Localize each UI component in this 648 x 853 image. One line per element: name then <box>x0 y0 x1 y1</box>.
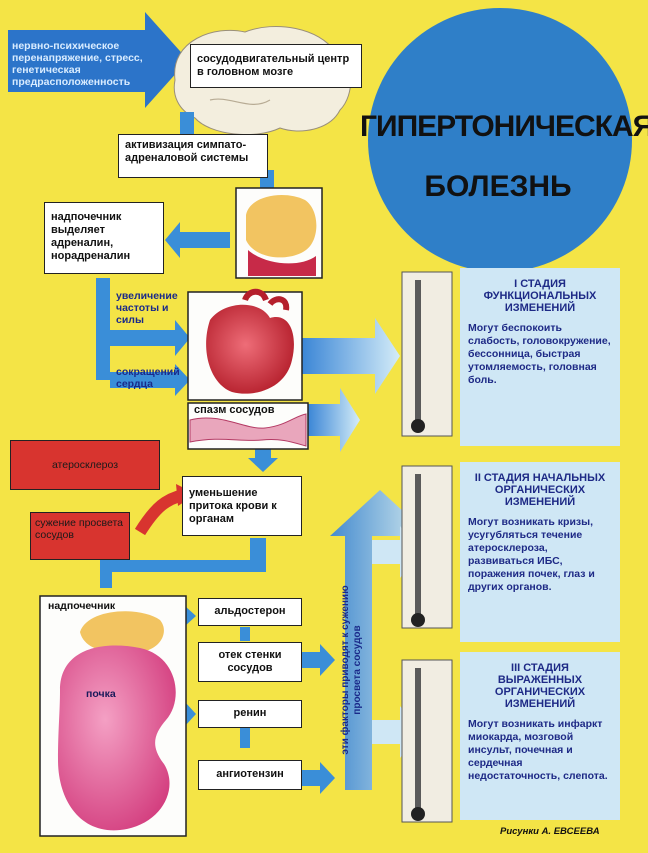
thermometer-2 <box>401 465 453 629</box>
flow-arrow-right <box>110 364 190 396</box>
thermometer-1 <box>401 271 453 437</box>
causes-text: нервно-психическое перенапряжение, стрес… <box>12 40 143 88</box>
title-circle <box>368 8 632 272</box>
credit: Рисунки А. ЕВСЕЕВА <box>500 826 600 837</box>
stage-arm-1 <box>302 318 400 394</box>
adrenal-image <box>246 195 317 258</box>
stage-2-text: Могут возникать кризы, усугубляться тече… <box>468 516 595 593</box>
kidney-image <box>58 645 176 831</box>
aldosterone-box: альдостерон <box>198 598 302 626</box>
stage-main-arrow <box>330 490 430 790</box>
stage-panel-2: II СТАДИЯ НАЧАЛЬНЫХ ОРГАНИЧЕСКИХ ИЗМЕНЕН… <box>460 462 620 642</box>
heart-contractions-label: сокращений сердца <box>116 366 180 390</box>
stage-2-heading: II СТАДИЯ НАЧАЛЬНЫХ ОРГАНИЧЕСКИХ ИЗМЕНЕН… <box>474 472 606 508</box>
diagram-title: ГИПЕРТОНИЧЕСКАЯ БОЛЕЗНЬ <box>360 110 648 204</box>
vessel-image <box>189 413 307 447</box>
factors-note: эти факторы приводят к сужению просвета … <box>340 585 363 755</box>
stage-arm-2 <box>308 388 360 452</box>
stage-1-text: Могут беспокоить слабость, головокружени… <box>468 322 611 386</box>
flow-arrow-head <box>248 458 278 472</box>
kidney-arrow-segment <box>240 728 250 748</box>
kidney-arrow-segment <box>240 627 250 641</box>
lumen-narrowing-box: сужение просвета сосудов <box>30 512 130 560</box>
stage-1-heading: I СТАДИЯ ФУНКЦИОНАЛЬНЫХ ИЗМЕНЕНИЙ <box>483 278 597 314</box>
flow-arrow-left <box>165 222 230 258</box>
flow-arrow-bend <box>100 538 266 588</box>
sympatho-adrenal-box: активизация симпато-адреналовой системы <box>118 134 268 178</box>
thermometer-3 <box>401 659 453 823</box>
red-arrow <box>134 489 185 536</box>
title-line-1: ГИПЕРТОНИЧЕСКАЯ <box>360 110 648 143</box>
adrenal-label: надпочечник <box>48 600 116 612</box>
flow-arrow-segment <box>255 448 271 460</box>
kidney-label: почка <box>86 688 116 700</box>
stage-3-heading: III СТАДИЯ ВЫРАЖЕННЫХ ОРГАНИЧЕСКИХ ИЗМЕН… <box>494 662 586 710</box>
kidney-arrow <box>300 762 335 794</box>
kidney-arrow <box>300 644 335 676</box>
flow-arrow-spine <box>96 278 110 380</box>
adrenal-adrenaline-box: надпочечник выделяет адреналин, норадрен… <box>44 202 164 274</box>
flow-arrow-right <box>110 320 190 356</box>
cause-arrow <box>8 12 188 108</box>
stage-panel-3: III СТАДИЯ ВЫРАЖЕННЫХ ОРГАНИЧЕСКИХ ИЗМЕН… <box>460 652 620 820</box>
angiotensin-box: ангиотензин <box>198 760 302 790</box>
atherosclerosis-box: атеросклероз <box>10 440 160 490</box>
heart-rate-label: увеличение частоты и силы <box>116 290 178 326</box>
blood-flow-box: уменьшение притока крови к органам <box>182 476 302 536</box>
title-line-2: БОЛЕЗНЬ <box>424 170 572 203</box>
heart-image <box>206 304 294 394</box>
wall-edema-box: отек стенки сосудов <box>198 642 302 682</box>
vasomotor-center-box: сосудодвигательный центр в головном мозг… <box>190 44 362 88</box>
adrenal-cap <box>80 611 164 654</box>
renin-box: ренин <box>198 700 302 728</box>
stage-3-text: Могут возникать инфаркт миокарда, мозгов… <box>468 718 608 782</box>
stage-panel-1: I СТАДИЯ ФУНКЦИОНАЛЬНЫХ ИЗМЕНЕНИЙ Могут … <box>460 268 620 446</box>
flow-arrow-segment <box>180 112 194 134</box>
vasospasm-label: спазм сосудов <box>194 404 275 416</box>
